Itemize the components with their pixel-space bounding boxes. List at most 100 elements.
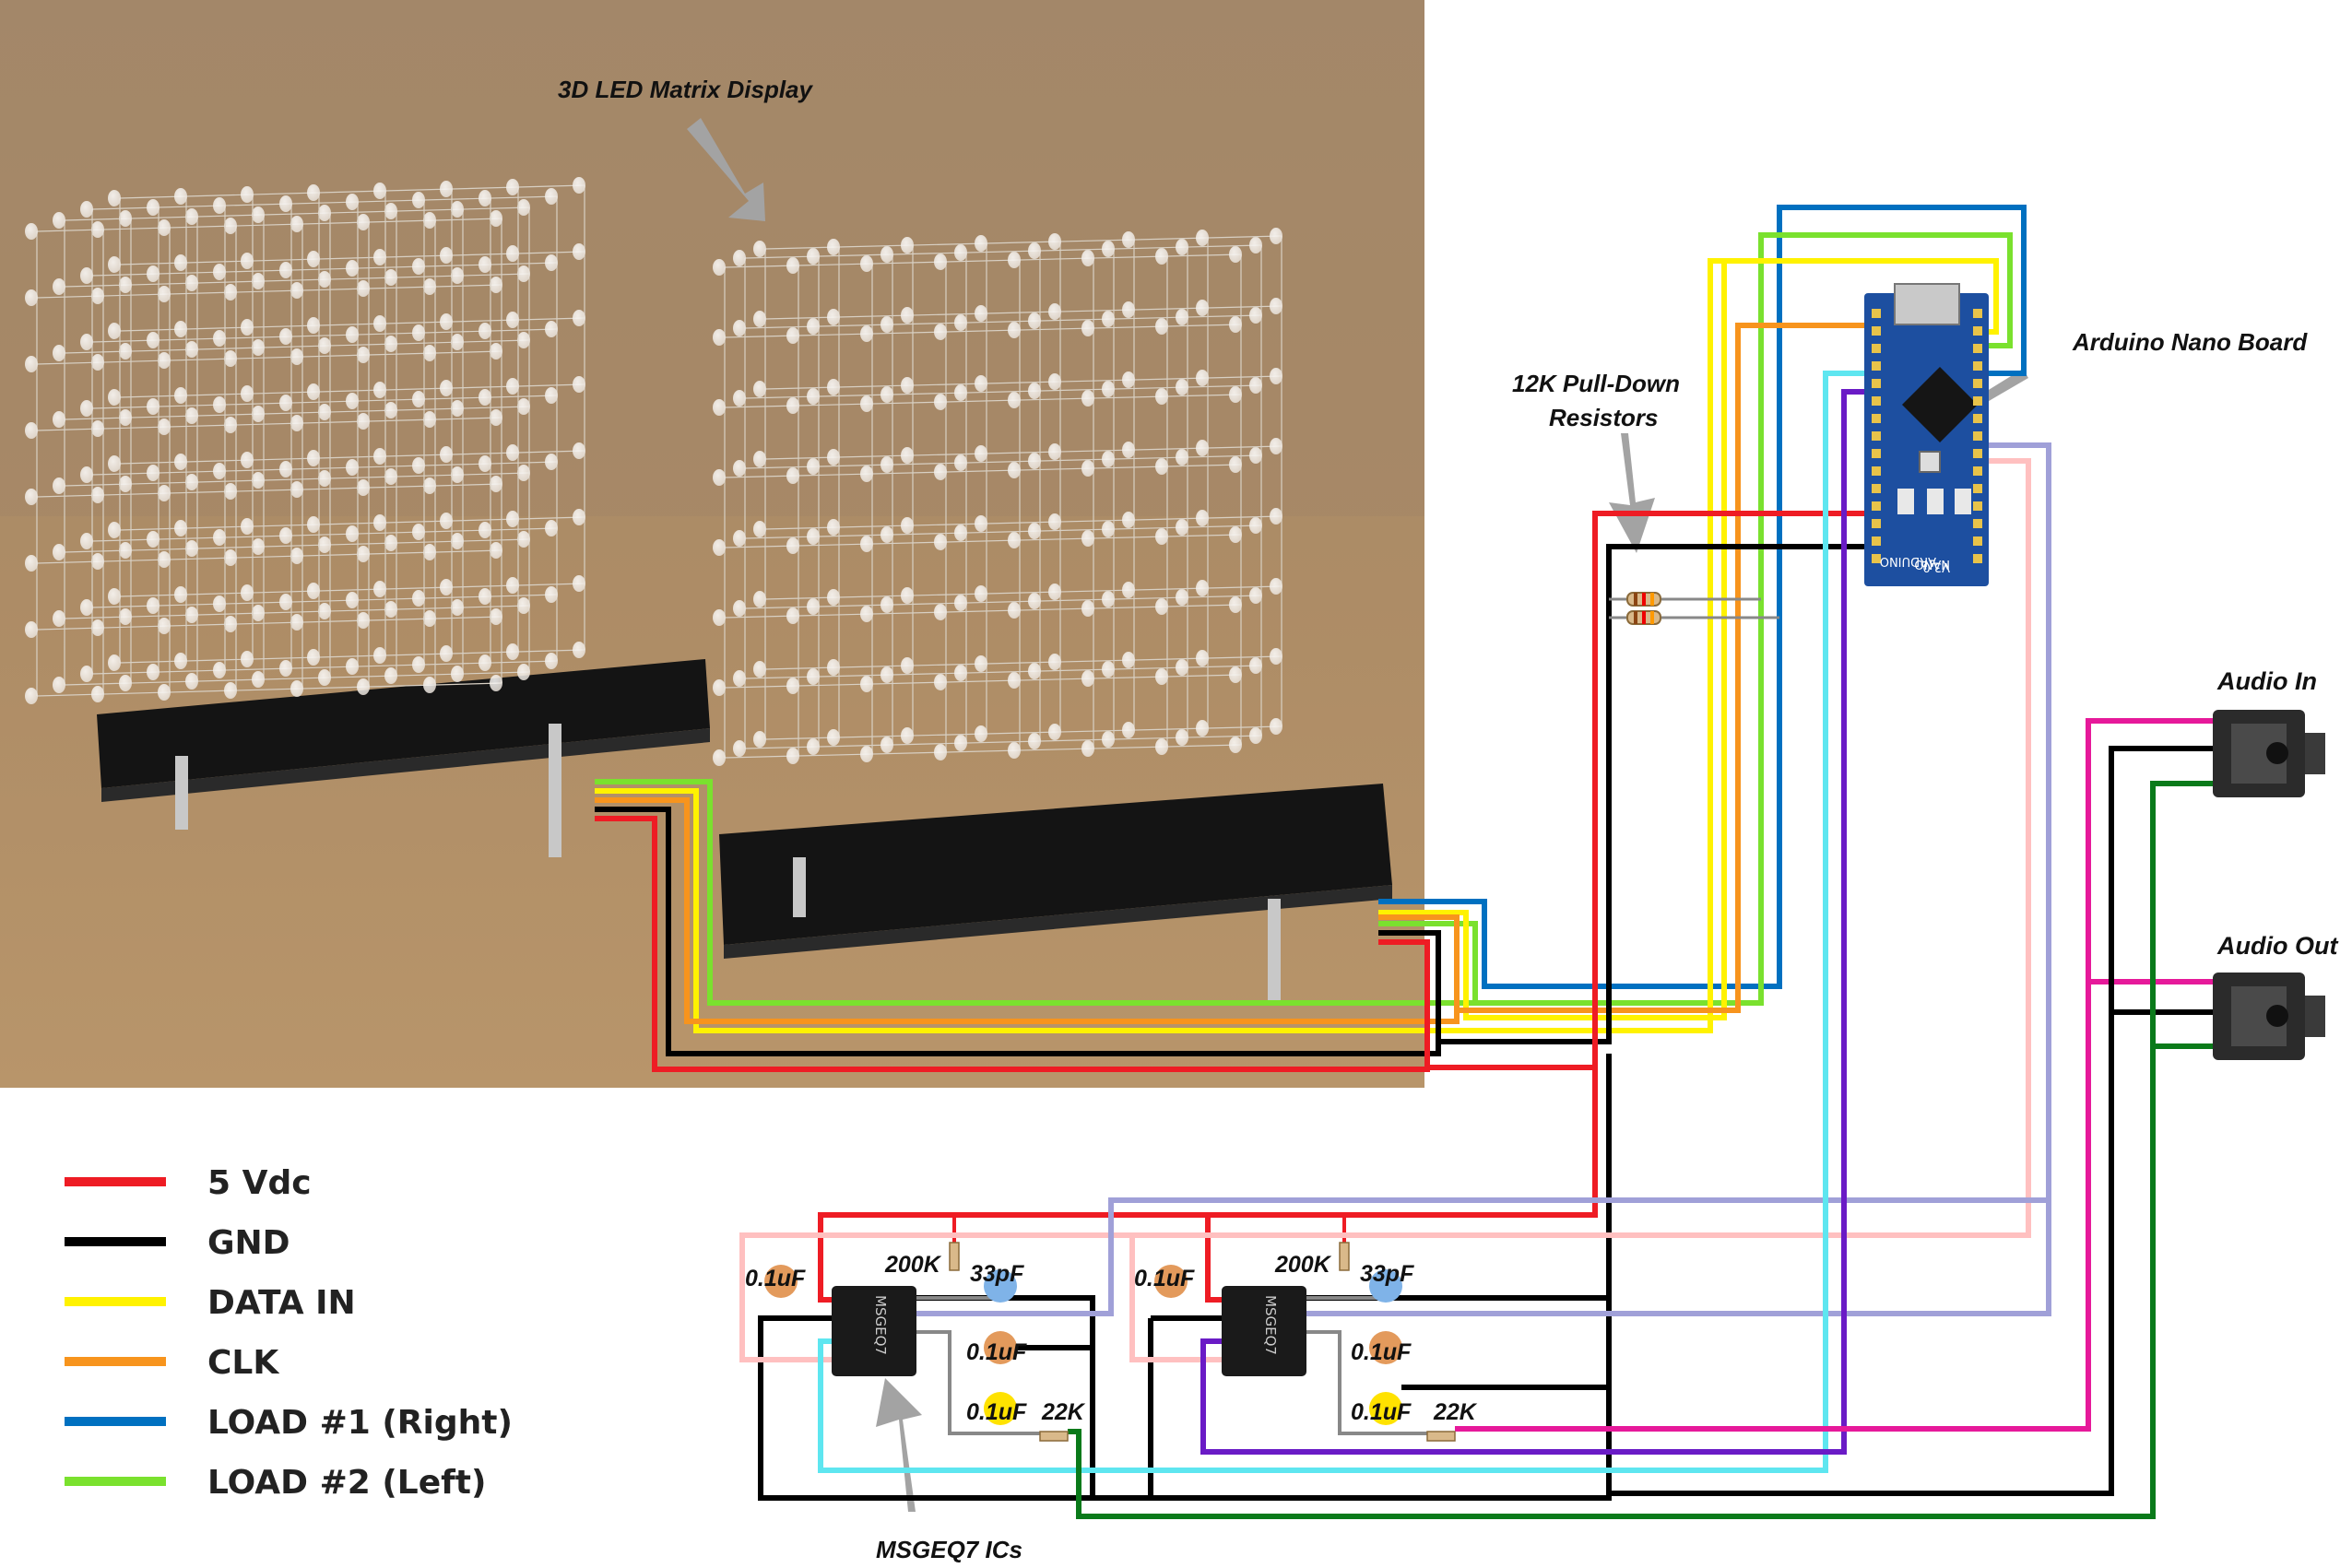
- label-msgeq7: MSGEQ7 ICs: [876, 1536, 1022, 1563]
- cube-right-led: [1081, 600, 1094, 617]
- cube-left-led: [80, 267, 93, 284]
- cube-left-led: [412, 324, 425, 341]
- arduino-nano-board: ARDUINO NANO V3.0: [1864, 283, 1989, 586]
- arrow-msgeq7: [876, 1378, 922, 1512]
- cube-right-led: [753, 521, 766, 537]
- cube-right-led: [1102, 521, 1115, 537]
- wire-gnd-msgeq: [758, 1054, 1612, 1501]
- cube-right-led: [1028, 453, 1041, 469]
- cube-right-led: [1176, 449, 1188, 466]
- cube-left-led: [119, 476, 132, 492]
- cube-left-led: [545, 454, 558, 470]
- cube-left-led: [384, 667, 397, 684]
- cube-left-led: [373, 183, 386, 199]
- cube-right-led: [881, 246, 893, 263]
- wire-out-cyan: [818, 371, 1872, 1473]
- cube-left-led: [346, 658, 359, 675]
- cube-right-led: [901, 447, 914, 464]
- cube-right-led: [753, 451, 766, 467]
- cube-left-led: [53, 411, 65, 428]
- cube-left-led: [440, 579, 453, 595]
- cube-left-led: [279, 328, 292, 345]
- cube-right-led: [1081, 740, 1094, 757]
- cube-right-led: [954, 735, 967, 751]
- cube-left-led: [307, 450, 320, 466]
- cube-left-led: [307, 383, 320, 400]
- wire-5v-msgeq: [818, 1069, 1598, 1303]
- cube-right-led: [786, 748, 799, 764]
- cube-right-led: [1102, 311, 1115, 327]
- cube-left-led: [318, 205, 331, 221]
- cube-left-led: [307, 649, 320, 666]
- cube-left-led: [384, 336, 397, 352]
- cube-right-led: [934, 394, 947, 410]
- cube-left-led: [108, 389, 121, 406]
- cube-left-led: [279, 395, 292, 411]
- cube-right-led: [807, 528, 820, 545]
- cube-left-led: [185, 341, 198, 358]
- cube-left-led: [91, 288, 104, 304]
- cube-left-led: [357, 479, 370, 496]
- cap-c1-left: [764, 1265, 798, 1298]
- cube-right-led: [1028, 383, 1041, 399]
- wire-data-yellow-b: [1378, 261, 1727, 1020]
- cube-right-led: [827, 589, 840, 606]
- cube-right-led: [1008, 462, 1021, 478]
- msgeq7-ic-right: [1222, 1286, 1306, 1376]
- cap-c4-left: [984, 1392, 1017, 1425]
- cube-right-led: [934, 324, 947, 340]
- cube-left-led: [479, 190, 491, 206]
- cube-left-led: [573, 310, 585, 326]
- cube-left-led: [318, 536, 331, 553]
- cube-left-led: [241, 518, 254, 535]
- cube-right-led: [807, 598, 820, 615]
- label-led-matrix: 3D LED Matrix Display: [558, 76, 814, 103]
- cube-right-led: [786, 257, 799, 274]
- cube-left-led: [506, 312, 519, 328]
- cube-left-led: [517, 597, 530, 614]
- wire-strobe-pink: [739, 458, 2031, 1362]
- cube-right-led: [1176, 729, 1188, 746]
- msgeq7-ic-right-text: MSGEQ7: [1262, 1295, 1279, 1355]
- cube-left-led: [346, 459, 359, 476]
- cube-right-led: [1229, 596, 1242, 613]
- cube-left-led: [290, 415, 303, 431]
- resistor-200k-right: [1339, 1242, 1350, 1271]
- cube-right-led: [1270, 648, 1282, 665]
- cube-left-led: [158, 219, 171, 236]
- wire-load1-blue: [1378, 205, 2027, 989]
- cube-right-led: [1229, 666, 1242, 683]
- cube-right-led: [901, 307, 914, 324]
- cube-left-led: [91, 553, 104, 570]
- cube-right-led: [954, 384, 967, 401]
- wire-data-yellow: [595, 258, 1999, 1033]
- cube-left-led: [490, 277, 502, 293]
- cube-right-led: [713, 469, 726, 486]
- cube-left-led: [80, 334, 93, 350]
- led-cube-left: [25, 177, 710, 857]
- cube-left-led: [279, 527, 292, 544]
- cube-right-led: [713, 679, 726, 696]
- cube-right-led: [786, 607, 799, 624]
- led-cube-right: [713, 228, 1392, 1000]
- cube-left-led: [490, 343, 502, 360]
- cube-left-led: [318, 669, 331, 686]
- cube-left-led: [25, 489, 38, 505]
- wire-load2-green-b: [1378, 921, 1478, 1003]
- cube-left-led: [185, 275, 198, 291]
- wire-5v-red-b: [1427, 511, 1872, 1070]
- cube-left-led: [158, 286, 171, 302]
- cube-left-led: [373, 315, 386, 332]
- cube-left-led: [119, 277, 132, 293]
- cube-left-led: [53, 544, 65, 560]
- cube-left-led: [479, 522, 491, 538]
- cube-right-led: [1196, 230, 1209, 246]
- cube-left-led: [80, 400, 93, 417]
- cube-left-led: [241, 319, 254, 336]
- cube-left-led: [224, 483, 237, 500]
- cube-right-led: [1196, 300, 1209, 316]
- cube-right-led: [1122, 231, 1135, 248]
- cube-right-led: [1081, 390, 1094, 407]
- cube-left-led: [174, 586, 187, 603]
- cube-right-led: [786, 678, 799, 694]
